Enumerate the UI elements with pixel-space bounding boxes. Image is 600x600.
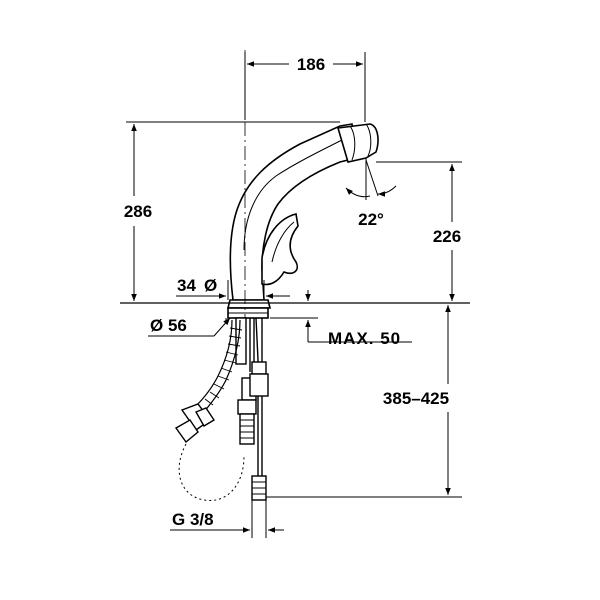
supply-tube-right [255, 317, 259, 476]
lever-handle-edge [271, 221, 295, 263]
label-swivel-angle: 22° [358, 210, 384, 229]
base-collar [226, 299, 272, 309]
label-base-diameter: Ø 56 [150, 316, 187, 335]
label-total-height: 286 [124, 202, 152, 221]
label-body-diameter: 34 [177, 276, 196, 295]
label-body-diameter-symbol: Ø [204, 276, 217, 295]
angle-arc [345, 187, 371, 198]
label-max-countertop: MAX. 50 [328, 329, 401, 348]
spray-head-face [365, 123, 372, 157]
faucet-body [226, 123, 379, 319]
threaded-shank [235, 317, 247, 365]
lever-handle [261, 213, 299, 286]
hose-loop [178, 443, 245, 502]
label-hose-length: 385–425 [383, 389, 449, 408]
label-connection-thread: G 3/8 [172, 510, 214, 529]
pull-out-hose [174, 319, 245, 502]
label-spout-reach: 186 [297, 55, 325, 74]
label-outlet-height: 226 [433, 227, 461, 246]
under-counter-parts [235, 317, 269, 501]
spout-contour [243, 139, 343, 251]
spray-head-ring [349, 125, 356, 161]
spray-head [336, 123, 379, 163]
